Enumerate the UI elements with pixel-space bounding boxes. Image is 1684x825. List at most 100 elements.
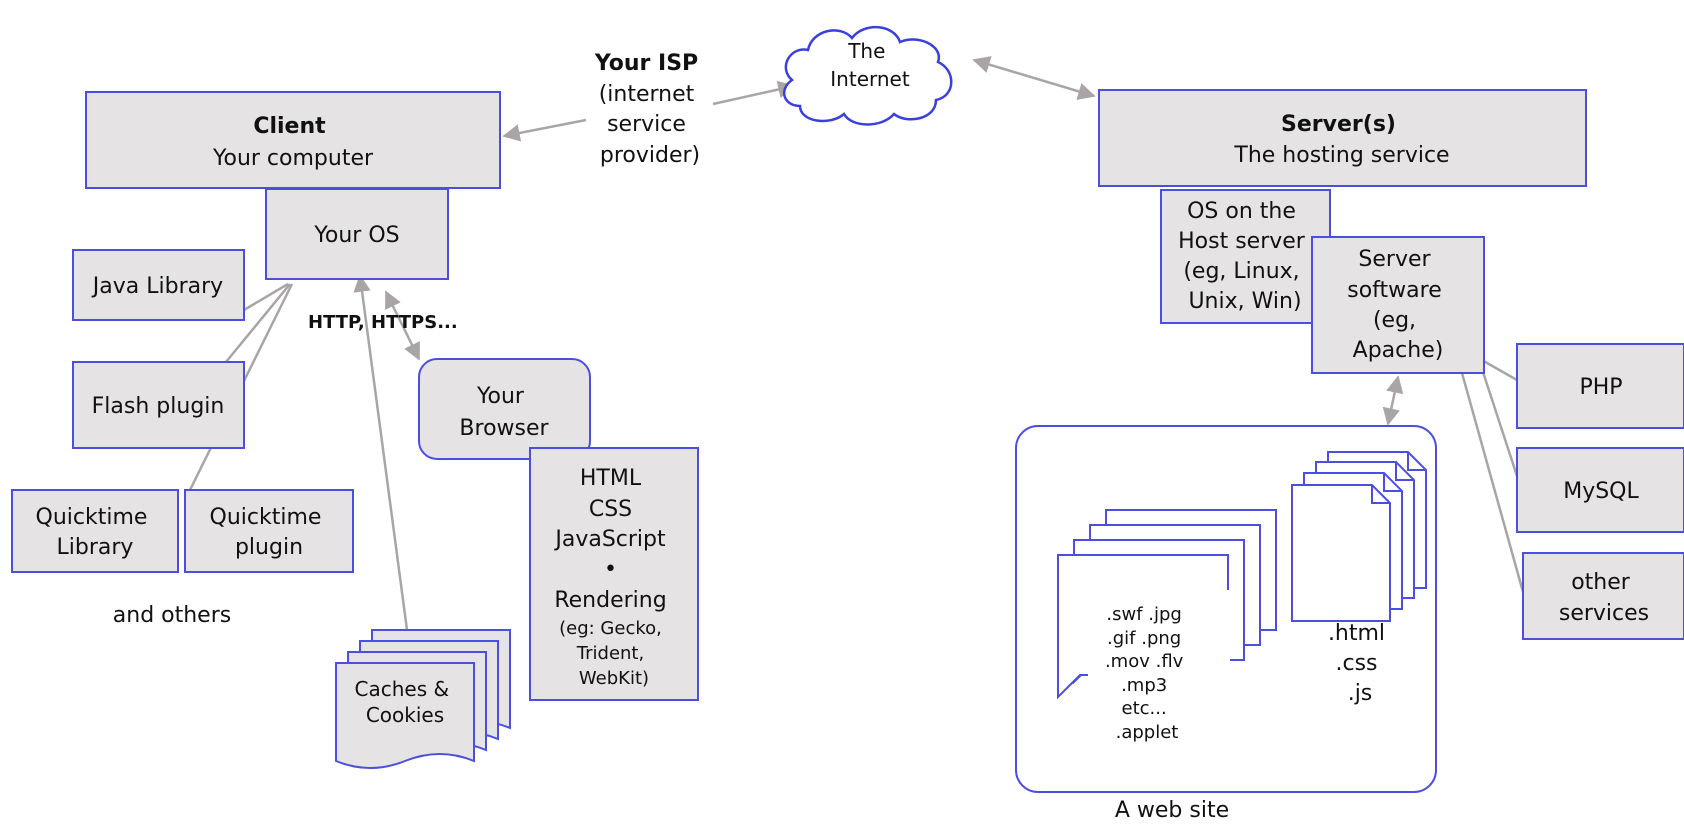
web-files-label: .html .css .js	[1328, 621, 1392, 706]
quicktime-plugin-line: Quicktime	[210, 505, 322, 530]
browser-tech-line: JavaScript	[553, 527, 666, 552]
software-to-php-line	[1479, 357, 1518, 382]
browser-tech-box	[529, 447, 699, 701]
other-services-line: services	[1559, 601, 1649, 626]
quicktime-library-box	[11, 489, 179, 573]
your-browser-box	[418, 358, 591, 460]
host-os-box	[1160, 189, 1331, 324]
browser-tech-line: WebKit)	[579, 668, 649, 689]
media-line: .applet	[1116, 722, 1179, 743]
media-line: .mov .flv	[1105, 651, 1184, 672]
media-line: .gif .png	[1107, 628, 1181, 649]
host-os-line: (eg, Linux,	[1183, 259, 1299, 284]
media-line: etc...	[1122, 698, 1167, 719]
internet-label-line: Internet	[830, 67, 910, 91]
media-label-bg	[1088, 590, 1230, 748]
server-software-line: software	[1347, 278, 1441, 303]
isp-label: Your ISP (internet service provider)	[594, 51, 705, 168]
host-os-line: Host server	[1178, 229, 1306, 254]
server-software-website-arrow	[1382, 375, 1404, 426]
client-subtitle: Your computer	[212, 146, 374, 171]
your-os-box	[265, 188, 449, 280]
quicktime-plugin-line: plugin	[235, 535, 303, 560]
php-box	[1516, 343, 1684, 429]
server-software-line: Server	[1358, 247, 1431, 272]
mysql-box	[1516, 447, 1684, 533]
media-line: .mp3	[1121, 675, 1167, 696]
browser-line: Browser	[459, 416, 549, 441]
host-os-label: OS on the Host server (eg, Linux, Unix, …	[1178, 199, 1312, 314]
host-os-line: Unix, Win)	[1188, 289, 1301, 314]
your-browser-label: Your Browser	[459, 384, 549, 441]
caches-page-1	[335, 662, 475, 769]
isp-line: provider)	[600, 143, 700, 168]
cloud-shape-icon	[782, 25, 953, 126]
isp-to-client-arrow	[502, 118, 587, 142]
host-os-line: OS on the	[1187, 199, 1296, 224]
internet-label: The Internet	[830, 39, 910, 91]
quicktime-plugin-label: Quicktime plugin	[210, 505, 329, 560]
quicktime-plugin-box	[184, 489, 354, 573]
browser-tech-line: (eg: Gecko,	[559, 618, 662, 639]
web-files-line: .html	[1328, 621, 1385, 646]
quicktime-library-line: Library	[57, 535, 134, 560]
isp-to-internet-arrow	[712, 80, 796, 106]
isp-line: service	[607, 112, 686, 137]
client-title: Client	[253, 114, 326, 139]
caches-line: Caches &	[355, 677, 450, 701]
website-caption: A web site	[1115, 798, 1229, 823]
flash-plugin-box	[72, 361, 245, 449]
media-files-label: .swf .jpg .gif .png .mov .flv .mp3 etc..…	[1105, 604, 1189, 743]
software-to-other-line	[1460, 372, 1525, 593]
browser-tech-line: Trident,	[576, 643, 644, 664]
os-to-java-line	[243, 282, 289, 312]
and-others-label: and others	[113, 603, 231, 628]
isp-line: (internet	[599, 82, 695, 107]
client-label: Client Your computer	[212, 114, 374, 171]
web-page-0	[1291, 484, 1391, 622]
web-files-line: .css	[1335, 651, 1377, 676]
os-to-caches-line	[353, 274, 413, 661]
internet-server-arrow	[972, 56, 1096, 100]
php-label: PHP	[1579, 375, 1622, 400]
os-browser-arrow	[384, 290, 421, 361]
other-services-line: other	[1571, 570, 1631, 595]
os-to-flash-line	[225, 283, 291, 363]
server-label: Server(s) The hosting service	[1233, 112, 1449, 168]
server-software-label: Server software (eg, Apache)	[1347, 247, 1448, 363]
media-line: .swf .jpg	[1106, 604, 1181, 625]
caches-stack	[335, 629, 511, 769]
server-title: Server(s)	[1281, 112, 1396, 137]
browser-tech-line: •	[604, 557, 617, 582]
web-files-stack	[1291, 451, 1427, 622]
browser-tech-line: HTML	[580, 466, 642, 491]
server-software-box	[1311, 236, 1485, 374]
browser-tech-line: CSS	[589, 497, 632, 522]
flash-plugin-label: Flash plugin	[92, 394, 225, 419]
your-os-label: Your OS	[313, 223, 399, 248]
server-box	[1098, 89, 1587, 187]
isp-title: Your ISP	[594, 51, 698, 76]
internet-cloud: The Internet	[782, 25, 953, 126]
browser-tech-label: HTML CSS JavaScript • Rendering (eg: Gec…	[553, 466, 673, 689]
quicktime-library-label: Quicktime Library	[36, 505, 155, 560]
software-to-mysql-line	[1481, 371, 1519, 477]
java-library-box	[72, 249, 245, 321]
caches-line: Cookies	[366, 703, 444, 727]
other-services-label: other services	[1559, 570, 1649, 626]
server-subtitle: The hosting service	[1233, 143, 1449, 168]
server-software-line: Apache)	[1353, 338, 1444, 363]
browser-line: Your	[476, 384, 525, 409]
java-library-label: Java Library	[91, 274, 223, 299]
browser-tech-line: Rendering	[554, 588, 666, 613]
caches-label: Caches & Cookies	[355, 677, 456, 727]
quicktime-library-line: Quicktime	[36, 505, 148, 530]
server-software-line: (eg,	[1373, 308, 1416, 333]
mysql-label: MySQL	[1563, 479, 1639, 504]
client-box	[85, 91, 501, 189]
web-files-line: .js	[1348, 681, 1373, 706]
internet-label-line: The	[847, 39, 885, 63]
other-services-box	[1522, 552, 1684, 640]
protocols-label: HTTP, HTTPS...	[308, 312, 458, 333]
